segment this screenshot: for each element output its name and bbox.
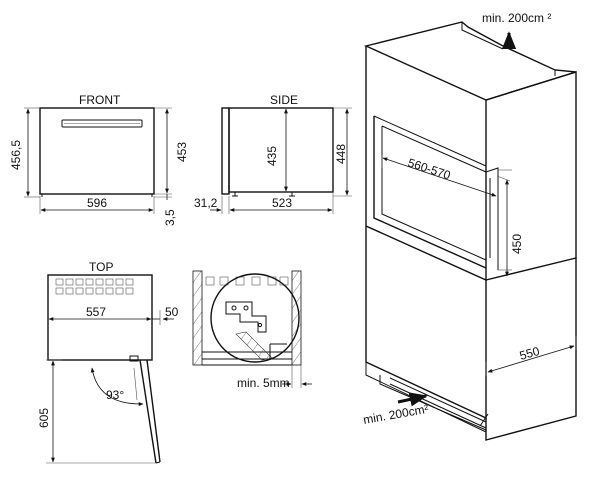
cabinet-upper-right-face bbox=[485, 71, 577, 258]
front-inner-height-label: 453 bbox=[175, 142, 189, 162]
side-door bbox=[221, 107, 230, 195]
side-body bbox=[228, 107, 334, 193]
detail-magnifier-circle bbox=[210, 273, 300, 363]
side-title: SIDE bbox=[270, 93, 298, 107]
cabinet-niche-opening bbox=[373, 116, 487, 269]
cabinet-niche-width-label: 560-570 bbox=[406, 156, 453, 183]
cabinet-bottom-vent-arrow bbox=[397, 392, 428, 407]
top-door-hinge bbox=[129, 355, 139, 362]
top-title: TOP bbox=[89, 260, 113, 274]
cabinet-view: min. 200cm ² 560-570 450 bbox=[362, 11, 577, 441]
cabinet-plinth bbox=[379, 375, 487, 431]
detail-hatched-wall bbox=[235, 331, 273, 361]
cabinet-depth-dimension bbox=[487, 345, 575, 373]
front-body bbox=[39, 107, 155, 195]
side-inner-height-label: 435 bbox=[265, 146, 279, 166]
front-outer-height-label: 456,5 bbox=[9, 140, 23, 170]
top-view: TOP 557 50 bbox=[37, 260, 179, 464]
side-outer-height-label: 448 bbox=[334, 144, 348, 164]
cabinet-top-vent-label: min. 200cm ² bbox=[482, 11, 551, 25]
side-depth-label: 523 bbox=[272, 196, 292, 210]
side-view: SIDE 523 31,2 435 448 bbox=[194, 93, 352, 214]
top-open-door-inner bbox=[146, 359, 161, 463]
cabinet-lower-front-face bbox=[365, 226, 487, 420]
top-door-angle-arc bbox=[90, 367, 144, 407]
cabinet-bottom-vent-label: min. 200cm² bbox=[362, 402, 429, 427]
front-title: FRONT bbox=[79, 93, 121, 107]
top-door-angle-label: 93° bbox=[106, 388, 124, 402]
front-view: FRONT 596 456,5 453 3,5 bbox=[9, 93, 189, 226]
top-width-label: 557 bbox=[86, 305, 106, 319]
top-door-depth-label: 605 bbox=[37, 408, 51, 428]
front-width-label: 596 bbox=[87, 196, 107, 210]
cabinet-depth-label: 550 bbox=[518, 344, 541, 363]
cabinet-niche-height-label: 450 bbox=[510, 234, 524, 254]
cabinet-niche-width-dimension bbox=[382, 157, 497, 197]
detail-left-wall bbox=[192, 270, 203, 366]
front-display-panel bbox=[61, 119, 143, 128]
side-front-offset-label: 31,2 bbox=[194, 196, 218, 210]
detail-clearance-label: min. 5mm bbox=[237, 376, 290, 390]
detail-view: min. 5mm bbox=[192, 270, 312, 390]
top-vent-grille bbox=[55, 278, 134, 295]
front-foot-label: 3,5 bbox=[163, 209, 177, 226]
detail-right-wall bbox=[291, 270, 302, 366]
detail-hinge-bracket bbox=[225, 301, 267, 333]
top-gap-label: 50 bbox=[165, 305, 179, 319]
